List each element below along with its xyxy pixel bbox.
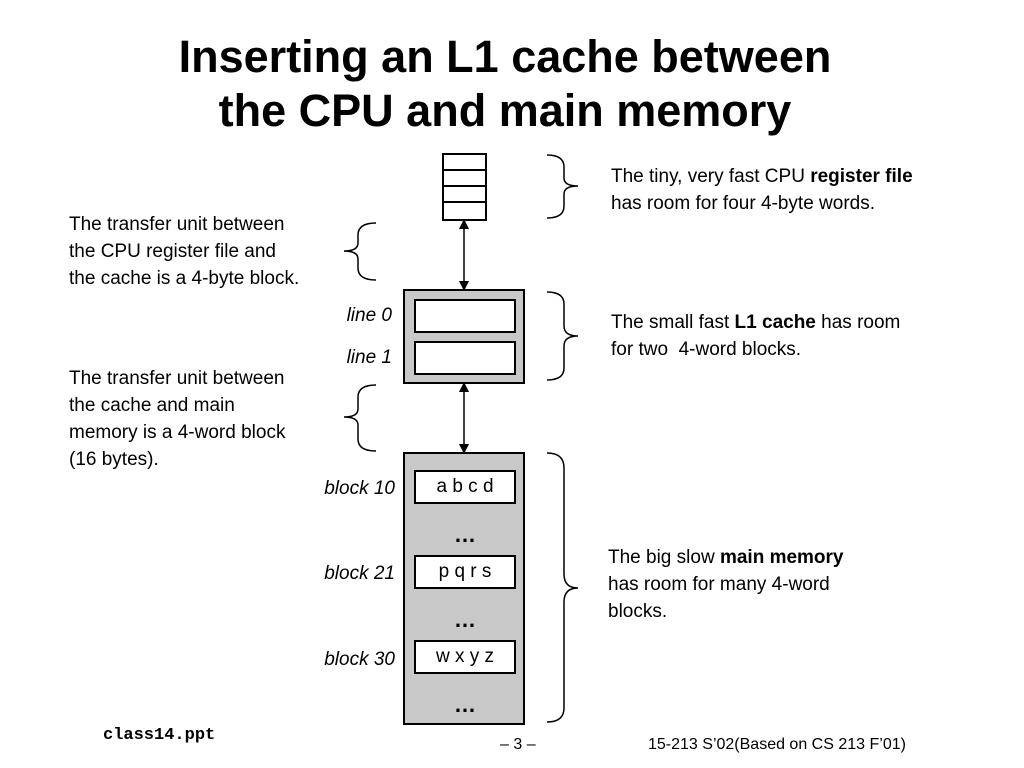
ellipsis: …: [454, 607, 476, 632]
brace-register-file: [546, 154, 579, 219]
memory-block-10-label: block 10: [324, 478, 395, 499]
l1-cache-desc-line-2: for two 4-word blocks.: [611, 339, 802, 360]
transfer-cache-memory-description: The transfer unit between the cache and …: [69, 365, 285, 473]
cache-line-0: [414, 299, 516, 333]
main-memory: a b c d … p q r s … w x y z …: [403, 452, 525, 725]
transfer-cpu-cache-description: The transfer unit between the CPU regist…: [69, 211, 299, 292]
memory-block-21: p q r s: [414, 555, 516, 589]
transfer-cache-memory-line-2: the cache and main: [69, 395, 235, 416]
footer-page-number: – 3 –: [500, 736, 536, 753]
memory-block-content: w x y z: [435, 646, 495, 667]
cache-line-1-label: line 1: [346, 347, 392, 368]
footer-course: 15-213 S’02(Based on CS 213 F’01): [648, 736, 906, 753]
ellipsis: …: [454, 692, 476, 717]
cache-line-0-label: line 0: [346, 305, 392, 326]
brace-transfer-cache-memory: [343, 384, 377, 452]
transfer-cpu-cache-line-2: the CPU register file and: [69, 241, 276, 262]
main-memory-description: The big slow main memory has room for ma…: [608, 544, 844, 625]
l1-cache-desc-line-1: The small fast L1 cache has room: [611, 309, 900, 336]
register-file-desc-bold: register file: [810, 166, 913, 187]
l1-cache-desc-bold: L1 cache: [734, 312, 816, 333]
transfer-cpu-cache-line-1: The transfer unit between: [69, 214, 285, 235]
register-file-desc-pre: The tiny, very fast CPU: [611, 166, 811, 187]
slide-title-line-2: the CPU and main memory: [218, 85, 792, 136]
memory-block-30-label: block 30: [324, 649, 395, 670]
main-memory-desc-line-1: The big slow main memory: [608, 544, 844, 571]
main-memory-desc-pre: The big slow: [608, 547, 720, 568]
main-memory-desc-bold: main memory: [719, 547, 844, 568]
slide-title: Inserting an L1 cache between the CPU an…: [0, 30, 1010, 138]
l1-cache-desc-post: has room: [815, 312, 901, 333]
brace-l1-cache: [546, 291, 579, 381]
memory-block-content: p q r s: [438, 561, 492, 582]
cache-line-1: [414, 341, 516, 375]
register-file-description: The tiny, very fast CPU register file ha…: [611, 163, 913, 217]
footer-filename: class14.ppt: [103, 726, 216, 745]
l1-cache-description: The small fast L1 cache has room for two…: [611, 309, 900, 363]
transfer-cache-memory-line-4: (16 bytes).: [69, 449, 159, 470]
register-file-desc-line-2: has room for four 4-byte words.: [611, 193, 875, 214]
memory-block-21-label: block 21: [324, 563, 395, 584]
transfer-cpu-cache-line-3: the cache is a 4-byte block.: [69, 268, 300, 289]
memory-block-10: a b c d: [414, 470, 516, 504]
ellipsis: …: [454, 522, 476, 547]
main-memory-desc-line-3: blocks.: [608, 601, 668, 622]
transfer-cache-memory-line-1: The transfer unit between: [69, 368, 285, 389]
memory-block-content: a b c d: [436, 476, 494, 497]
transfer-cache-memory-line-3: memory is a 4-word block: [69, 422, 286, 443]
memory-block-30: w x y z: [414, 640, 516, 674]
brace-transfer-cpu-cache: [343, 222, 377, 281]
main-memory-desc-line-2: has room for many 4-word: [608, 574, 830, 595]
register-file-desc-line-1: The tiny, very fast CPU register file: [611, 163, 913, 190]
l1-cache-desc-pre: The small fast: [611, 312, 735, 333]
brace-main-memory: [546, 452, 579, 723]
slide-title-line-1: Inserting an L1 cache between: [178, 31, 832, 82]
